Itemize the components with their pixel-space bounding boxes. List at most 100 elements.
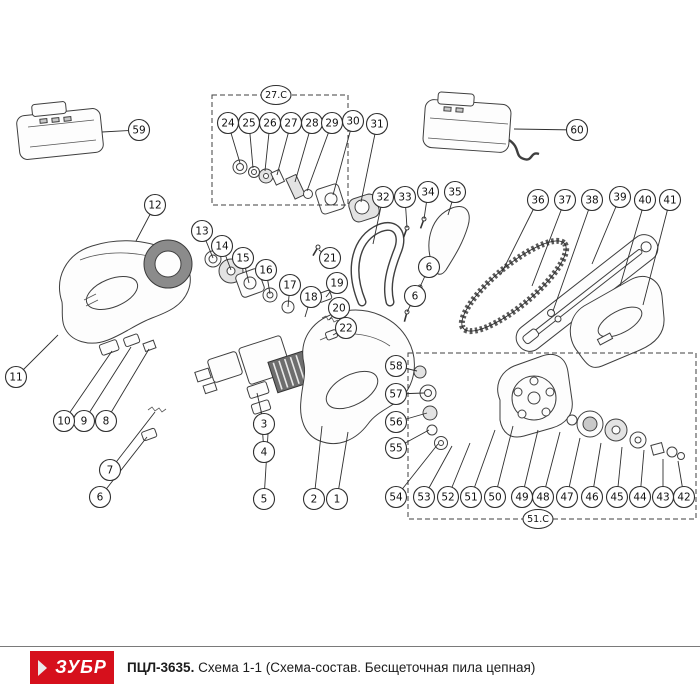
svg-text:39: 39 [613,192,626,204]
svg-text:51: 51 [464,492,477,504]
callout-3: 3 [252,412,276,436]
callout-49: 49 [510,485,534,509]
group-label-bubble-27.C [260,84,292,106]
svg-text:24: 24 [221,118,235,130]
diagram-caption: ПЦЛ-3635. Схема 1-1 (Схема-состав. Бесще… [127,660,535,675]
exploded-parts-diagram: 27.C51.C 1234566678910111213141516171819… [4,84,697,530]
chain [458,237,570,335]
svg-text:34: 34 [421,187,435,199]
svg-text:35: 35 [448,187,461,199]
hand-guard [428,206,470,275]
callout-58: 58 [384,354,408,378]
brand-logo: ЗУБР [30,651,114,684]
callout-31: 31 [365,112,389,136]
battery-charger-right [422,91,540,161]
leader-line-49 [521,429,539,498]
svg-text:2: 2 [311,494,318,506]
svg-text:5: 5 [261,494,268,506]
leader-line-54 [395,443,439,498]
callout-16: 16 [254,258,278,282]
svg-text:6: 6 [412,291,419,303]
callout-39: 39 [608,185,632,209]
callout-9: 9 [72,409,96,433]
callout-18: 18 [299,285,323,309]
model-number: ПЦЛ-3635. [127,660,195,675]
leader-line-8 [105,348,150,422]
leader-line-31 [360,123,378,203]
svg-text:17: 17 [283,280,296,292]
callout-27: 27 [279,111,303,135]
callout-17: 17 [278,273,302,297]
svg-text:6: 6 [97,492,104,504]
side-cover [569,275,665,368]
callout-41: 41 [658,188,682,212]
callout-22: 22 [334,316,358,340]
svg-text:22: 22 [339,323,352,335]
group-box-51.C [407,352,697,520]
svg-text:56: 56 [389,417,403,429]
motor-assembly [315,183,380,223]
callout-6: 6 [417,255,441,279]
front-handle [350,222,405,307]
svg-text:54: 54 [389,492,403,504]
leader-line-41 [642,199,671,306]
svg-text:59: 59 [132,125,145,137]
callout-51: 51 [459,485,483,509]
leader-line-30 [332,120,354,196]
spring [147,406,167,413]
svg-text:31: 31 [370,119,383,131]
callout-21: 21 [318,246,342,270]
svg-text:14: 14 [215,241,229,253]
callout-12: 12 [143,193,167,217]
callout-43: 43 [651,485,675,509]
svg-text:60: 60 [570,125,583,137]
svg-text:52: 52 [441,492,454,504]
svg-text:40: 40 [638,195,651,207]
svg-text:37: 37 [558,195,571,207]
leader-line-51 [470,429,496,498]
callout-15: 15 [231,246,255,270]
callout-6: 6 [88,485,112,509]
leader-line-9 [83,346,132,422]
group-label-27.C: 27.C [265,90,287,101]
svg-text:26: 26 [263,118,277,130]
callout-8: 8 [94,409,118,433]
board-parts [246,381,272,415]
switch-parts [194,367,218,395]
leader-line-29 [306,122,333,192]
callout-36: 36 [526,188,550,212]
callout-10: 10 [52,409,76,433]
svg-text:8: 8 [103,416,110,428]
callout-28: 28 [300,111,324,135]
svg-text:41: 41 [663,195,676,207]
callout-59: 59 [127,118,151,142]
svg-text:9: 9 [81,416,88,428]
callout-2: 2 [302,487,326,511]
svg-text:21: 21 [323,253,336,265]
callout-56: 56 [384,410,408,434]
svg-text:10: 10 [57,416,70,428]
leader-line-38 [552,199,593,312]
leader-line-37 [531,199,566,287]
svg-text:25: 25 [242,118,255,130]
callout-45: 45 [605,485,629,509]
footer: ЗУБР ПЦЛ-3635. Схема 1-1 (Схема-состав. … [0,646,700,688]
group-label-bubble-51.C [522,508,554,530]
callout-53: 53 [412,485,436,509]
leader-line-48 [542,431,561,498]
callout-30: 30 [341,109,365,133]
svg-text:44: 44 [633,492,647,504]
sprocket-assembly-51c [497,353,685,460]
callout-14: 14 [210,234,234,258]
leader-line-40 [619,199,646,287]
callout-29: 29 [320,111,344,135]
bar-mount-bolts [547,309,562,323]
svg-text:27: 27 [284,118,297,130]
callout-26: 26 [258,111,282,135]
callout-60: 60 [565,118,589,142]
oil-pump-parts [413,365,448,450]
svg-text:32: 32 [376,192,389,204]
callout-24: 24 [216,111,240,135]
callout-4: 4 [252,440,276,464]
brand-chevron-icon [38,659,48,676]
